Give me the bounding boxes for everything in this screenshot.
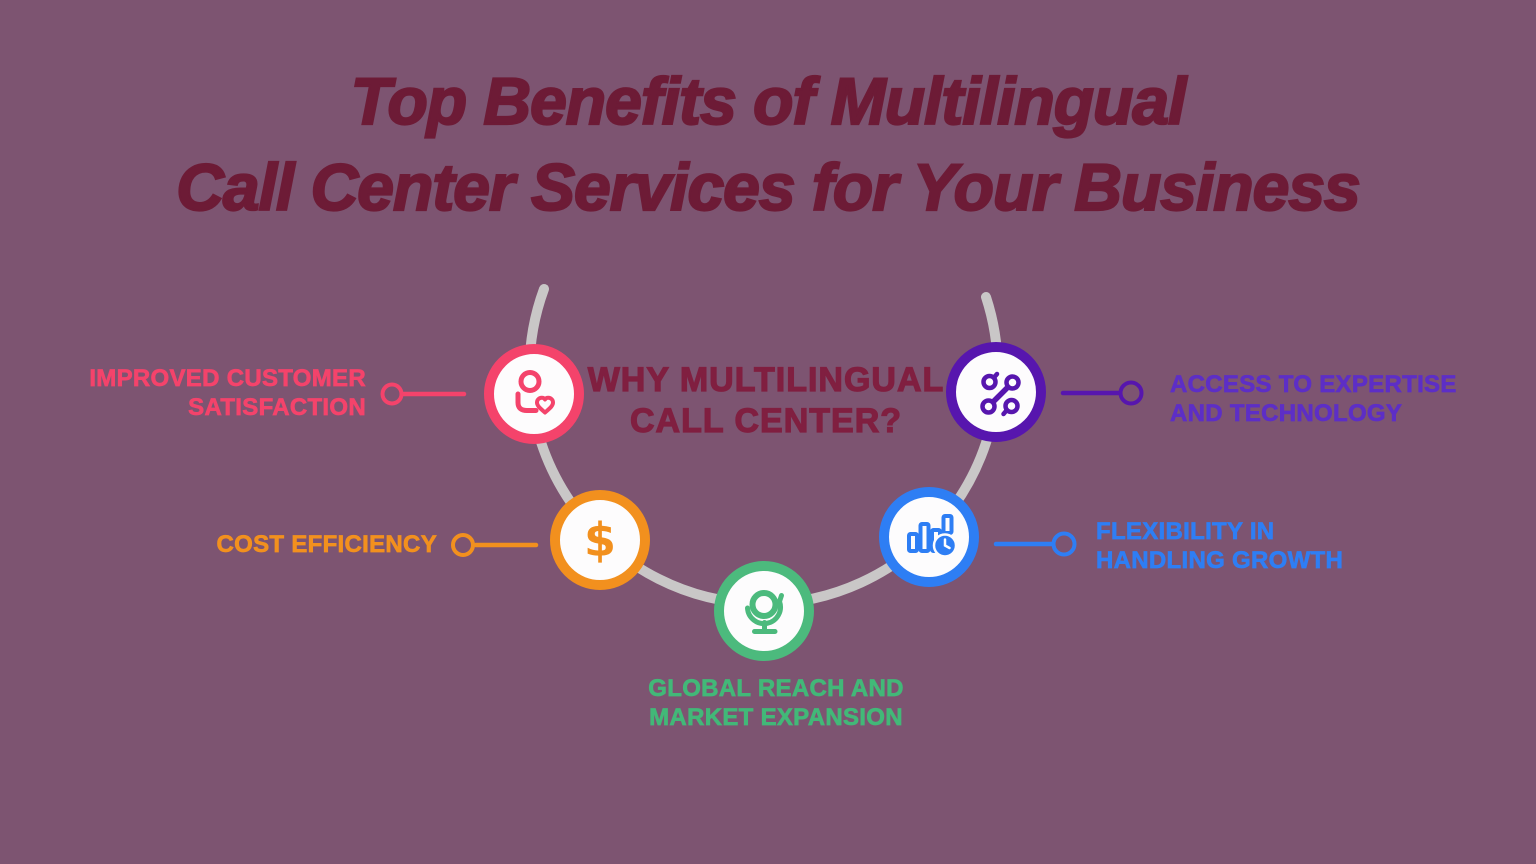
- node-ring: [484, 344, 584, 444]
- label-flexibility-handling-growth: FLEXIBILITY IN HANDLING GROWTH: [1096, 518, 1344, 575]
- connector-cost-efficiency: [451, 533, 539, 557]
- node-access-expertise-technology: [946, 342, 1046, 442]
- node-flexibility-handling-growth: [879, 487, 979, 587]
- connector-dot: [1051, 531, 1077, 557]
- label-improved-customer-satisfaction: IMPROVED CUSTOMER SATISFACTION: [89, 365, 366, 422]
- page-title: Top Benefits of Multilingual Call Center…: [0, 58, 1536, 230]
- node-global-reach-market-expansion: [714, 561, 814, 661]
- label-global-reach-market-expansion: GLOBAL REACH AND MARKET EXPANSION: [648, 675, 904, 732]
- page-title-line1: Top Benefits of Multilingual: [349, 63, 1187, 139]
- label-access-expertise-technology: ACCESS TO EXPERTISE AND TECHNOLOGY: [1170, 371, 1457, 428]
- page-title-line2: Call Center Services for Your Business: [175, 149, 1362, 225]
- svg-text:$: $: [584, 513, 616, 567]
- customer-heart-icon: [515, 370, 555, 415]
- dollar-icon: $: [584, 513, 616, 567]
- bar-chart-clock-icon: [907, 514, 958, 558]
- connector-dot: [451, 533, 475, 557]
- desk-globe-icon: [745, 590, 784, 634]
- node-improved-customer-satisfaction: [484, 344, 584, 444]
- connector-dot: [380, 382, 404, 406]
- node-ring: [714, 561, 814, 661]
- node-cost-efficiency: $: [550, 490, 650, 590]
- connector-dot: [1118, 380, 1144, 406]
- node-ring: [550, 490, 650, 590]
- node-ring: [946, 342, 1046, 442]
- label-cost-efficiency: COST EFFICIENCY: [216, 531, 437, 559]
- network-nodes-icon: [980, 371, 1021, 417]
- connector-improved-customer-satisfaction: [380, 382, 467, 406]
- connector-flexibility-handling-growth: [993, 531, 1077, 557]
- connector-access-expertise-technology: [1060, 380, 1144, 406]
